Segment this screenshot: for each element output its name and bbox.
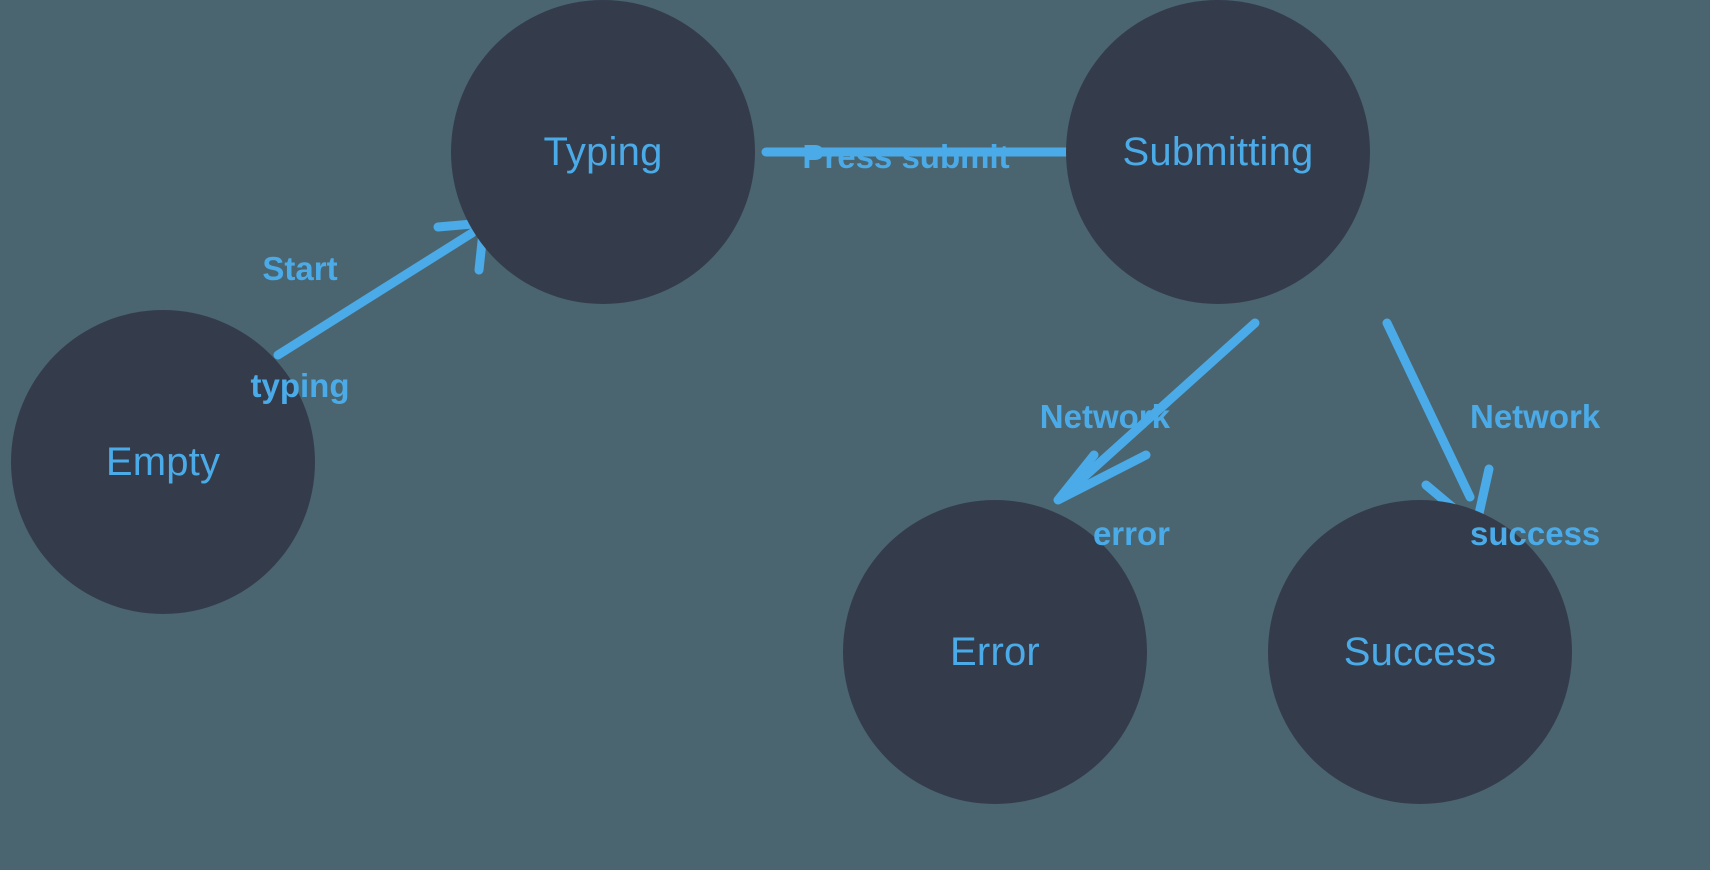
- edge-label-network-success: Network success: [1470, 320, 1710, 632]
- state-node-submitting-label: Submitting: [1122, 130, 1314, 174]
- edge-label-start-typing: Start typing: [204, 172, 396, 484]
- state-node-error[interactable]: Error: [843, 500, 1147, 804]
- edge-label-press-submit: Press submit: [746, 60, 1066, 255]
- edge-network-success-line: [1382, 318, 1475, 502]
- edge-label-network-success-line1: Network: [1470, 397, 1601, 435]
- edge-label-network-error: Network error: [910, 320, 1170, 632]
- state-node-submitting[interactable]: Submitting: [1066, 0, 1370, 304]
- edge-label-network-error-line1: Network: [1039, 397, 1170, 435]
- edge-label-start-typing-line2: typing: [250, 366, 350, 404]
- edge-network-error-line: [1059, 318, 1260, 500]
- state-node-error-label: Error: [950, 630, 1040, 674]
- state-node-empty[interactable]: Empty: [11, 310, 315, 614]
- edge-network-error-arrowhead: [1053, 450, 1151, 505]
- edge-start-typing-line: [273, 228, 477, 360]
- edge-label-start-typing-line1: Start: [262, 249, 338, 287]
- state-node-success[interactable]: Success: [1268, 500, 1572, 804]
- edge-label-press-submit-line1: Press submit: [802, 137, 1010, 175]
- state-node-typing-label: Typing: [543, 130, 663, 174]
- state-node-typing[interactable]: Typing: [451, 0, 755, 304]
- state-node-success-label: Success: [1343, 630, 1497, 674]
- state-node-empty-label: Empty: [105, 440, 221, 484]
- edge-network-error: [1053, 318, 1260, 505]
- edge-label-network-error-line2: error: [1092, 514, 1170, 552]
- edge-label-network-success-line2: success: [1470, 514, 1601, 552]
